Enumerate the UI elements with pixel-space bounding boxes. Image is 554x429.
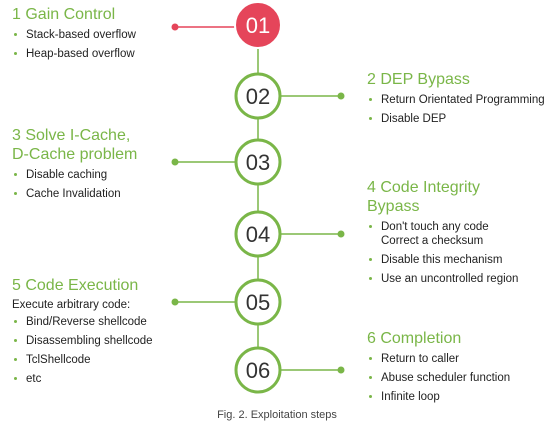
step-6-item-2: Abuse scheduler function [367,371,552,385]
step-5-item-1: Bind/Reverse shellcode [12,315,212,329]
step-2-title: 2 DEP Bypass [367,71,470,88]
step-1-list: Stack-based overflow Heap-based overflow [12,28,212,61]
step-3-title: 3 Solve I-Cache, D-Cache problem [12,127,138,163]
step-5: 5 Code Execution Execute arbitrary code:… [12,276,212,391]
step-1-title: 1 Gain Control [12,6,116,23]
node-circle-2 [234,72,282,120]
node-label-6: 06 [246,358,270,383]
node-label-5: 05 [246,290,270,315]
node-circle-3 [234,138,282,186]
step-6: 6 Completion Return to caller Abuse sche… [367,329,552,409]
step-2: 2 DEP Bypass Return Orientated Programmi… [367,70,552,131]
connector-dot-3 [171,158,179,166]
step-6-title: 6 Completion [367,330,462,347]
step-1-item-2: Heap-based overflow [12,47,212,61]
connector-dot-6 [337,366,345,374]
figure-caption: Fig. 2. Exploitation steps [217,409,337,421]
step-6-item-3: Infinite loop [367,390,552,404]
step-3-item-1: Disable caching [12,168,212,182]
node-circle-5 [234,278,282,326]
node-label-3: 03 [246,150,270,175]
step-5-item-2: Disassembling shellcode [12,334,212,348]
node-label-4: 04 [246,222,270,247]
step-2-item-1: Return Orientated Programming [367,93,552,107]
connector-dot-4 [337,230,345,238]
connector-dot-2 [337,92,345,100]
step-6-item-1: Return to caller [367,352,552,366]
step-6-list: Return to caller Abuse scheduler functio… [367,352,552,404]
step-2-list: Return Orientated Programming Disable DE… [367,93,552,126]
step-3-list: Disable caching Cache Invalidation [12,168,212,201]
step-2-item-2: Disable DEP [367,112,552,126]
step-4-item-1: Don't touch any code Correct a checksum [367,220,552,248]
step-5-title: 5 Code Execution [12,277,139,294]
node-label-1: 01 [246,13,270,38]
step-4-list: Don't touch any code Correct a checksum … [367,220,552,286]
connector-dot-1 [171,23,179,31]
step-1: 1 Gain Control Stack-based overflow Heap… [12,5,212,66]
connector-dot-5 [171,298,179,306]
node-circle-4 [234,210,282,258]
step-4-item-3: Use an uncontrolled region [367,272,552,286]
step-4: 4 Code Integrity Bypass Don't touch any … [367,178,552,291]
step-5-item-4: etc [12,372,212,386]
step-1-item-1: Stack-based overflow [12,28,212,42]
step-5-intro: Execute arbitrary code: [12,299,131,311]
step-3-item-2: Cache Invalidation [12,187,212,201]
step-4-title: 4 Code Integrity Bypass [367,179,480,215]
node-circle-6 [234,346,282,394]
step-5-list: Bind/Reverse shellcode Disassembling she… [12,315,212,386]
step-4-item-2: Disable this mechanism [367,253,552,267]
step-5-item-3: TclShellcode [12,353,212,367]
node-circle-1 [234,1,282,49]
node-label-2: 02 [246,84,270,109]
step-3: 3 Solve I-Cache, D-Cache problem Disable… [12,126,212,206]
